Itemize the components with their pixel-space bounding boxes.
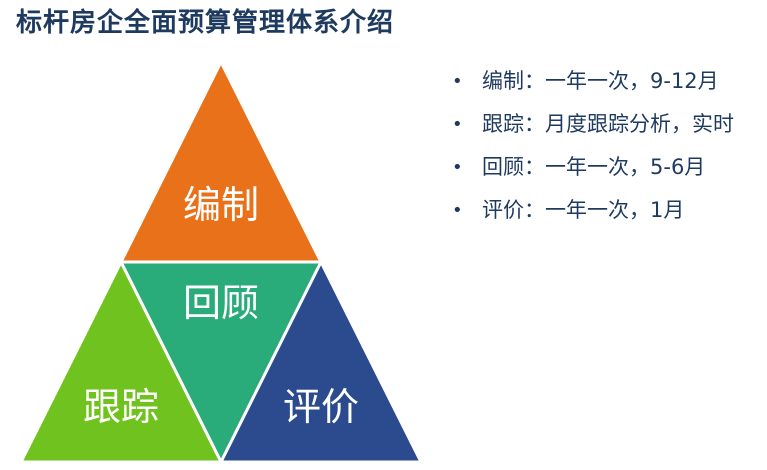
bullet-dot-icon: • bbox=[452, 200, 463, 221]
page-title: 标杆房企全面预算管理体系介绍 bbox=[16, 8, 395, 38]
pyramid-label-right: 评价 bbox=[283, 385, 359, 429]
pyramid-segment-right bbox=[219, 260, 423, 464]
pyramid-label-center: 回顾 bbox=[183, 281, 259, 325]
bullet-item-bianzhi: • 编制：一年一次，9-12月 bbox=[452, 60, 764, 103]
bullet-text: 编制：一年一次，9-12月 bbox=[482, 69, 719, 93]
bullet-text: 跟踪：月度跟踪分析，实时 bbox=[482, 112, 734, 136]
bullet-text: 评价：一年一次，1月 bbox=[482, 198, 685, 222]
bullet-dot-icon: • bbox=[452, 157, 463, 178]
pyramid-label-top: 编制 bbox=[183, 183, 259, 227]
pyramid-label-left: 跟踪 bbox=[83, 385, 159, 429]
pyramid-segment-top bbox=[119, 60, 323, 264]
bullet-item-huigu: • 回顾：一年一次，5-6月 bbox=[452, 146, 764, 189]
bullet-dot-icon: • bbox=[452, 114, 463, 135]
bullet-list: • 编制：一年一次，9-12月 • 跟踪：月度跟踪分析，实时 • 回顾：一年一次… bbox=[452, 60, 764, 232]
bullet-text: 回顾：一年一次，5-6月 bbox=[482, 155, 706, 179]
bullet-dot-icon: • bbox=[452, 71, 463, 92]
pyramid-segment-left bbox=[19, 260, 223, 464]
bullet-item-genzong: • 跟踪：月度跟踪分析，实时 bbox=[452, 103, 764, 146]
bullet-item-pingjia: • 评价：一年一次，1月 bbox=[452, 189, 764, 232]
